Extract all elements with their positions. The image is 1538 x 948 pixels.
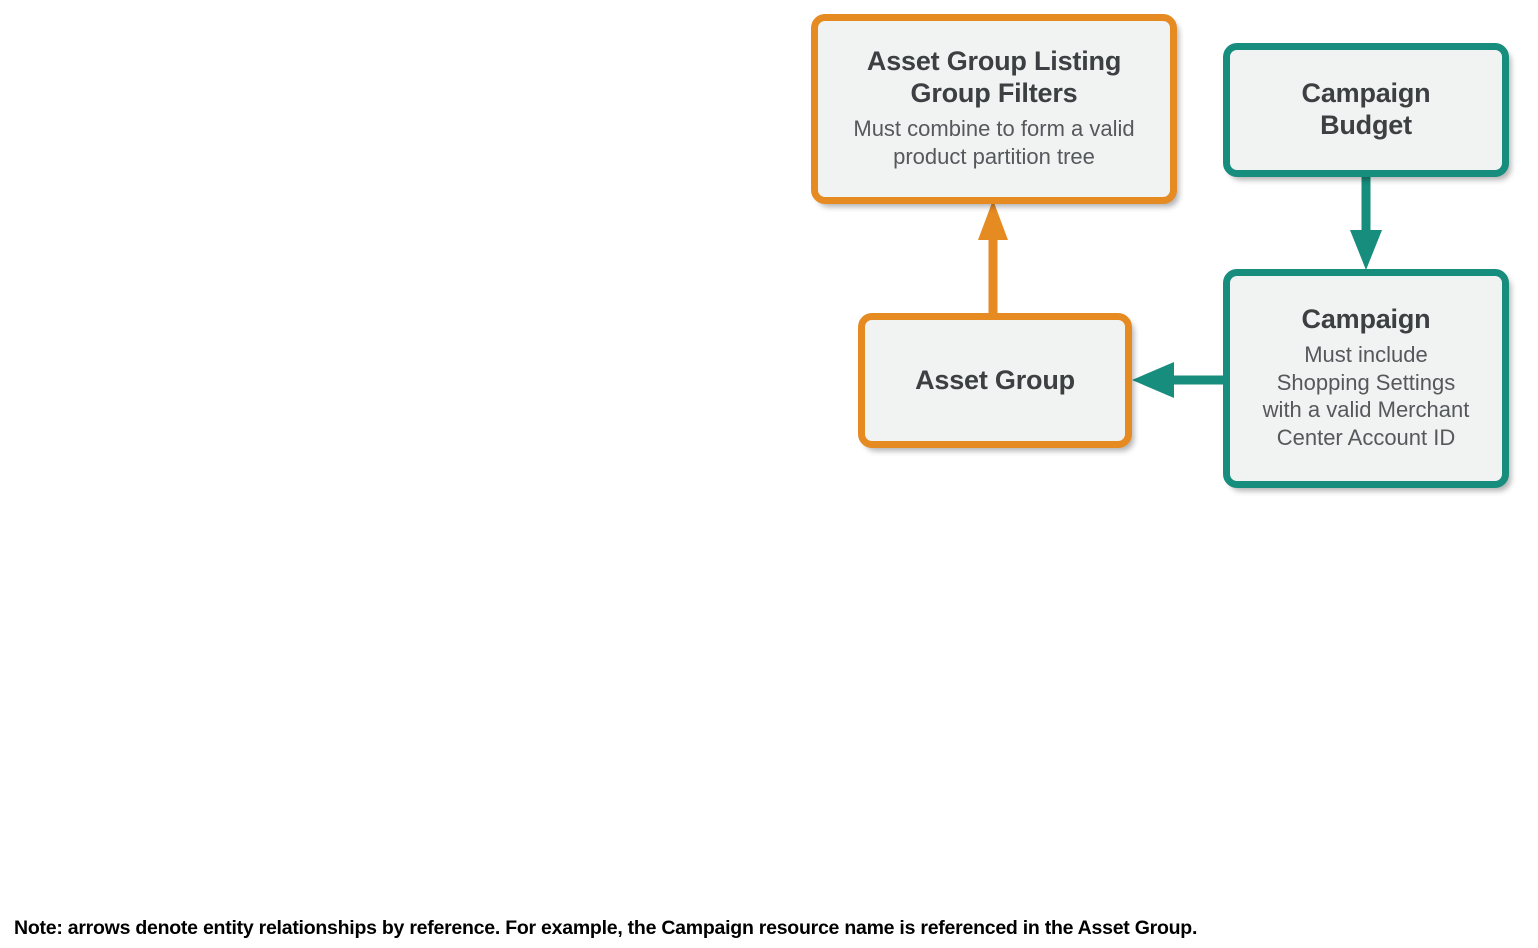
node-title: Campaign <box>1301 303 1431 334</box>
node-subtitle: Must include Shopping Settings with a va… <box>1262 342 1470 450</box>
diagram-footnote: Note: arrows denote entity relationships… <box>14 917 1198 939</box>
node-subtitle: Must combine to form a valid product par… <box>853 116 1135 169</box>
edge-campaign-budget-to-campaign <box>1350 175 1382 270</box>
node-asset-group-listing-group-filters[interactable]: Asset Group Listing Group Filters Must c… <box>811 14 1177 204</box>
edge-asset-group-to-listing-group-filters <box>978 200 1008 315</box>
node-campaign[interactable]: Campaign Must include Shopping Settings … <box>1223 269 1509 488</box>
node-title: Asset Group Listing Group Filters <box>866 45 1122 108</box>
node-title: Asset Group <box>915 364 1075 395</box>
edge-campaign-to-asset-group <box>1132 362 1224 398</box>
node-asset-group[interactable]: Asset Group <box>858 313 1132 448</box>
node-campaign-budget[interactable]: Campaign Budget <box>1223 43 1509 177</box>
node-title: Campaign Budget <box>1301 78 1431 140</box>
